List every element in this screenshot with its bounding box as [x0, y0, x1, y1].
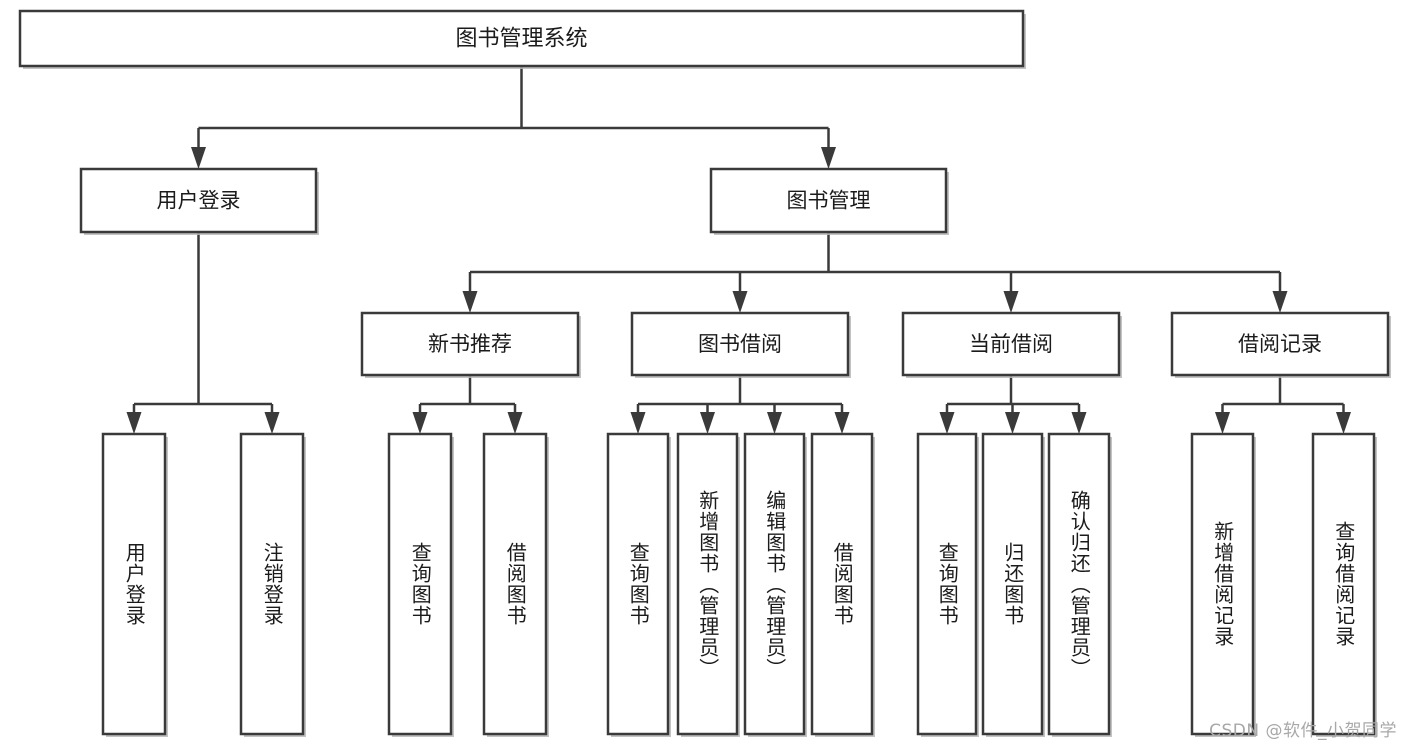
node-box-rect[interactable] [18, 9, 1025, 68]
arrow-head-icon [821, 147, 836, 169]
node-label: 新书推荐 [428, 332, 512, 356]
arrow-head-icon [1215, 412, 1230, 434]
node-leaf-return-book[interactable] [981, 432, 1045, 737]
arrow-head-icon [462, 291, 478, 313]
watermark-text: CSDN @软件_小贺同学 [1209, 721, 1397, 741]
node-label: 当前借阅 [969, 332, 1053, 356]
arrow-head-icon [507, 412, 523, 434]
node-leaf-query-book-1[interactable] [387, 432, 454, 737]
node-leaf-borrow-book-1[interactable] [482, 432, 549, 737]
node-leaf-query-borrow-record[interactable] [1311, 432, 1377, 737]
arrow-head-icon [1003, 291, 1019, 313]
arrow-head-icon [732, 291, 748, 313]
node-leaf-logout[interactable] [239, 432, 306, 737]
node-leaf-confirm-return[interactable] [1047, 432, 1112, 737]
node-box-rect[interactable] [630, 311, 850, 377]
arrow-head-icon [700, 412, 715, 434]
arrow-head-icon [767, 412, 782, 434]
node-box-rect[interactable] [676, 432, 739, 736]
arrow-head-icon [191, 147, 206, 169]
arrow-head-icon [1336, 412, 1351, 434]
node-leaf-borrow-book-2[interactable] [810, 432, 875, 737]
node-图书管理系统[interactable]: 图书管理系统 [18, 9, 1026, 69]
arrow-head-icon [1005, 412, 1020, 434]
node-box-rect[interactable] [387, 432, 453, 736]
node-box-rect[interactable] [916, 432, 978, 736]
node-leaf-edit-book[interactable] [743, 432, 807, 737]
node-box-rect[interactable] [1311, 432, 1376, 736]
node-user-login[interactable]: 用户登录 [79, 167, 319, 235]
connector-layer [126, 66, 1351, 434]
arrow-head-icon [630, 412, 646, 434]
node-leaf-user-login[interactable] [101, 432, 168, 737]
node-book-manage[interactable]: 图书管理 [709, 167, 949, 235]
arrow-head-icon [1272, 291, 1288, 313]
node-label: 图书管理系统 [455, 27, 587, 52]
node-new-book-recommend[interactable]: 新书推荐 [360, 311, 581, 378]
arrow-head-icon [1071, 412, 1087, 434]
node-box-rect[interactable] [239, 432, 305, 736]
node-label: 借阅记录 [1238, 332, 1322, 356]
node-current-borrow[interactable]: 当前借阅 [901, 311, 1122, 378]
node-leaf-add-borrow-record[interactable] [1190, 432, 1256, 737]
node-box-rect[interactable] [709, 167, 948, 234]
node-leaf-query-book-3[interactable] [916, 432, 979, 737]
node-box-rect[interactable] [981, 432, 1044, 736]
node-box-rect[interactable] [1047, 432, 1111, 736]
node-box-rect[interactable] [606, 432, 670, 736]
node-box-rect[interactable] [360, 311, 580, 377]
node-box-rect[interactable] [810, 432, 874, 736]
node-label: 用户登录 [157, 189, 241, 213]
node-borrow-record[interactable]: 借阅记录 [1170, 311, 1391, 378]
arrow-head-icon [939, 412, 955, 434]
node-box-rect[interactable] [101, 432, 167, 736]
node-box-rect[interactable] [901, 311, 1121, 377]
node-box-rect[interactable] [743, 432, 806, 736]
arrow-head-icon [126, 412, 142, 434]
node-label: 图书管理 [787, 189, 871, 213]
node-box-rect[interactable] [79, 167, 318, 234]
node-leaf-query-book-2[interactable] [606, 432, 671, 737]
node-box-rect[interactable] [1170, 311, 1390, 377]
node-box-rect[interactable] [482, 432, 548, 736]
arrow-head-icon [412, 412, 428, 434]
node-label: 图书借阅 [698, 332, 782, 356]
arrow-head-icon [834, 412, 850, 434]
node-book-borrow[interactable]: 图书借阅 [630, 311, 851, 378]
node-box-rect[interactable] [1190, 432, 1255, 736]
arrow-head-icon [264, 412, 280, 434]
node-leaf-add-book[interactable] [676, 432, 740, 737]
